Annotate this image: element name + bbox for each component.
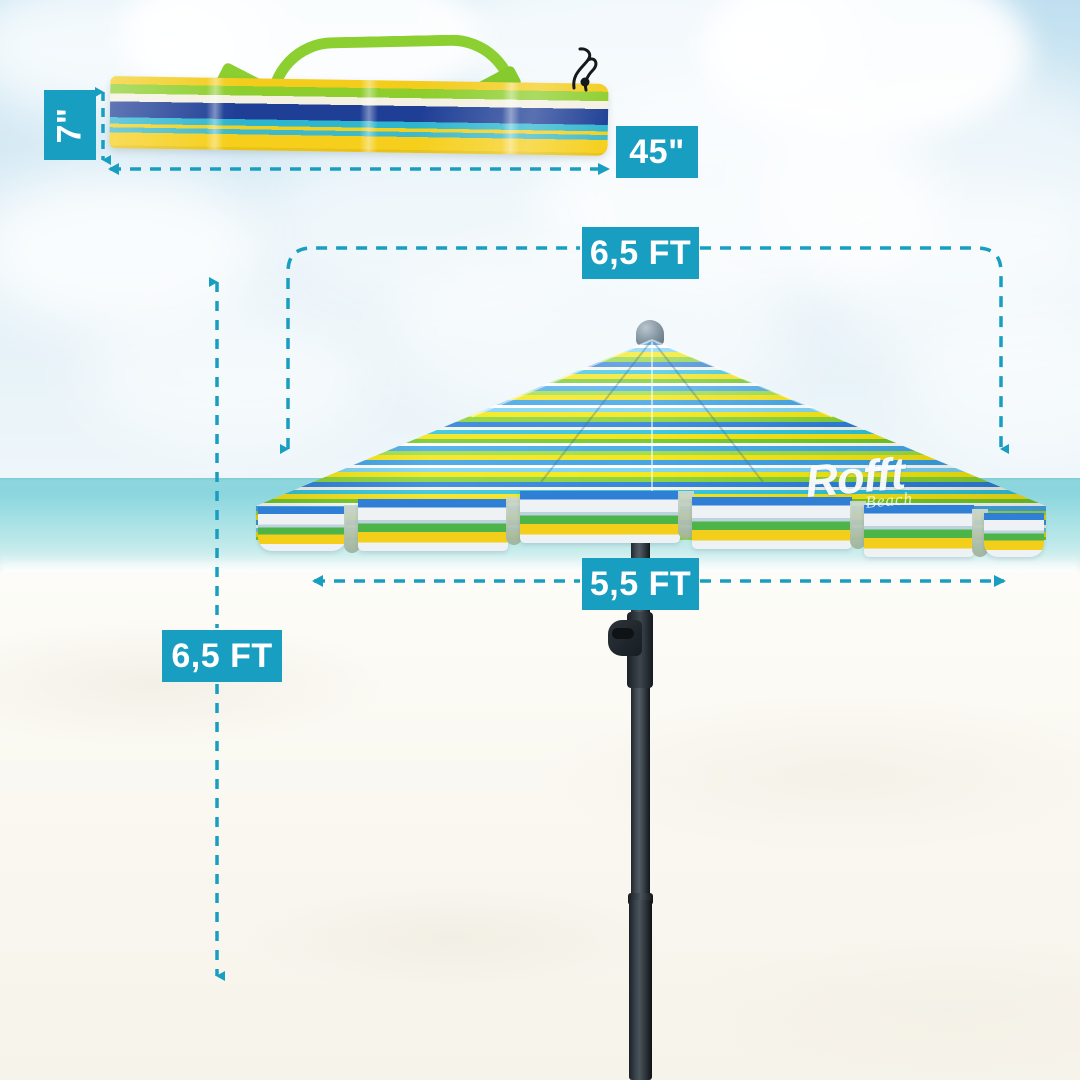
- valance-flap: [358, 499, 508, 551]
- valance-flap: [258, 507, 346, 551]
- dimension-badge-canopy-width-label: 5,5 FT: [589, 564, 692, 603]
- valance-notch: [678, 491, 694, 539]
- dimension-badge-canopy-span-label: 6,5 FT: [589, 233, 692, 272]
- dimension-badge-total-height-label: 6,5 FT: [171, 636, 273, 675]
- valance-notch: [344, 505, 360, 553]
- dimension-badge-bag-length: 45": [616, 126, 698, 178]
- valance-notch: [850, 501, 866, 549]
- umbrella-tilt-lever: [612, 628, 634, 639]
- dimension-badge-bag-height-label: 7": [50, 106, 89, 144]
- umbrella-canopy: [256, 339, 1046, 557]
- valance-flap: [864, 505, 974, 557]
- dimension-badge-bag-height: 7": [44, 90, 96, 160]
- carry-bag: [96, 18, 616, 168]
- umbrella-pole-lower: [629, 900, 652, 1080]
- carry-bag-drawstring: [566, 40, 614, 92]
- dimension-badge-canopy-width: 5,5 FT: [582, 558, 699, 610]
- valance-flap: [984, 513, 1044, 557]
- umbrella-valance: [256, 491, 1046, 557]
- dimension-badge-bag-length-label: 45": [629, 132, 685, 171]
- valance-notch: [506, 497, 522, 545]
- valance-flap: [692, 497, 852, 549]
- canopy-rib: [651, 340, 653, 536]
- dimension-badge-canopy-span: 6,5 FT: [582, 227, 699, 279]
- cloud-shape: [80, 300, 380, 450]
- dimension-badge-total-height: 6,5 FT: [162, 630, 282, 682]
- valance-flap: [520, 491, 680, 543]
